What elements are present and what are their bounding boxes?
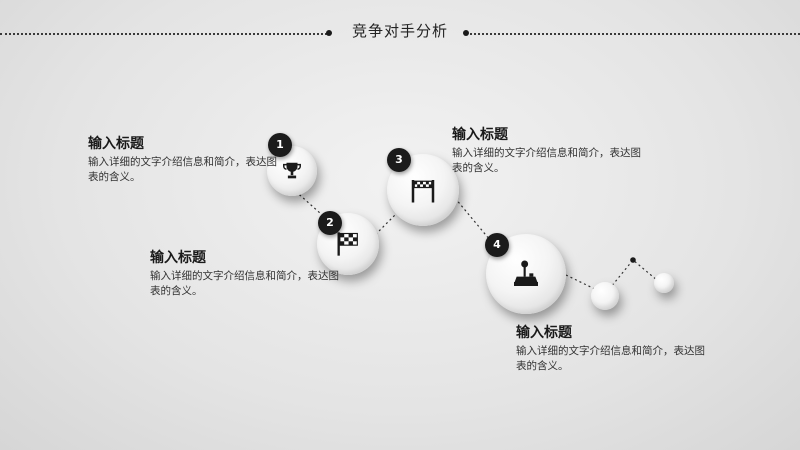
header-left-rule xyxy=(0,33,327,35)
step-2-badge: 2 xyxy=(318,211,342,235)
tail-disc-1 xyxy=(591,282,619,310)
step-4-title: 输入标题 xyxy=(516,325,572,341)
checkered-flag-icon xyxy=(337,232,358,256)
step-3-desc: 输入详细的文字介绍信息和简介，表达图表的含义。 xyxy=(452,147,641,174)
step-1-text: 输入标题 输入详细的文字介绍信息和简介，表达图表的含义。 xyxy=(88,133,278,185)
tail-disc-2 xyxy=(654,273,674,293)
step-2-title: 输入标题 xyxy=(150,250,206,266)
header-right-dot xyxy=(463,30,469,36)
header-left-dot xyxy=(326,30,332,36)
page-title: 竞争对手分析 xyxy=(351,22,448,40)
step-3-badge: 3 xyxy=(387,148,411,172)
step-3-text: 输入标题 输入详细的文字介绍信息和简介，表达图表的含义。 xyxy=(452,124,642,176)
connector-3-4 xyxy=(454,197,496,247)
step-4-badge: 4 xyxy=(485,233,509,257)
step-2-desc: 输入详细的文字介绍信息和简介，表达图表的含义。 xyxy=(150,270,339,297)
step-1-title: 输入标题 xyxy=(88,136,144,152)
trophy-icon xyxy=(283,162,301,179)
step-1-badge: 1 xyxy=(268,133,292,157)
header-right-rule xyxy=(470,33,800,35)
step-2-text: 输入标题 输入详细的文字介绍信息和简介，表达图表的含义。 xyxy=(150,247,340,299)
step-4-text: 输入标题 输入详细的文字介绍信息和简介，表达图表的含义。 xyxy=(516,322,706,374)
finish-gate-icon xyxy=(411,180,435,203)
connector-1-2 xyxy=(291,187,331,223)
step-3-title: 输入标题 xyxy=(452,127,508,143)
connector-4-tail xyxy=(565,274,604,294)
joystick-icon xyxy=(514,260,538,286)
step-1-desc: 输入详细的文字介绍信息和简介，表达图表的含义。 xyxy=(88,156,277,183)
step-4-desc: 输入详细的文字介绍信息和简介，表达图表的含义。 xyxy=(516,345,705,372)
tail-node-dot xyxy=(630,257,636,263)
